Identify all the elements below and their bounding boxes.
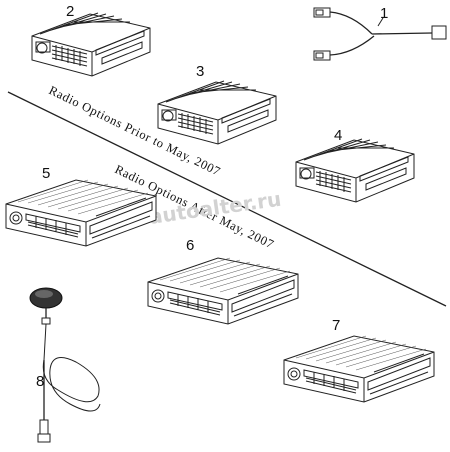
callout-6: 6 (186, 237, 194, 254)
callout-1: 1 (380, 5, 388, 22)
callout-8: 8 (36, 373, 44, 390)
callout-7: 7 (332, 317, 340, 334)
callout-5: 5 (42, 165, 50, 182)
callout-4: 4 (334, 127, 342, 144)
radio-3-icon (157, 80, 277, 145)
radio-2-icon (31, 12, 151, 77)
callout-2: 2 (66, 3, 74, 20)
radio-4-icon (295, 138, 415, 203)
divider-line (7, 91, 447, 307)
antenna-icon (29, 287, 101, 443)
callout-3: 3 (196, 63, 204, 80)
wiring-harness-icon (313, 7, 447, 61)
radio-5-icon (5, 179, 157, 247)
radio-6-icon (147, 257, 299, 325)
radio-7-icon (283, 335, 435, 403)
